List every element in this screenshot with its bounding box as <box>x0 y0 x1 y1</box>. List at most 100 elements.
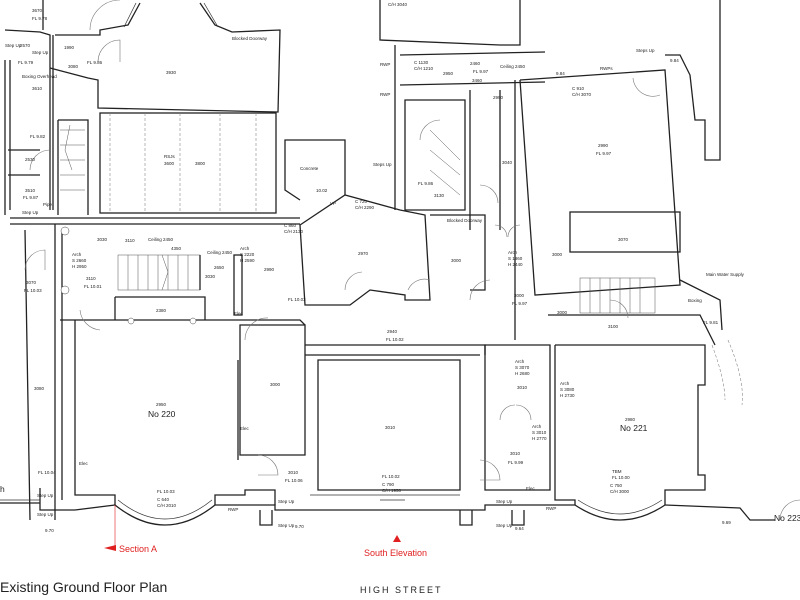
label: Steps Up <box>636 48 655 53</box>
label: RWP <box>546 506 556 511</box>
label: Step Up <box>278 499 295 504</box>
label: Step Up <box>278 523 295 528</box>
label: 2650 <box>214 265 225 270</box>
label: 3110 <box>125 238 135 243</box>
label: H 2680 <box>515 371 530 376</box>
label: RWP <box>380 62 390 67</box>
label: Arch <box>240 246 250 251</box>
label: FL 10.04 <box>38 470 56 475</box>
label: Ceiling 2450 <box>207 250 233 255</box>
label: FL 9.86 <box>418 181 434 186</box>
label: Arch <box>508 250 518 255</box>
label: S 3010 <box>532 430 547 435</box>
label: Arch <box>532 424 542 429</box>
label: RWP <box>228 507 238 512</box>
street-name: HIGH STREET <box>360 585 443 595</box>
label: S 2220 <box>240 252 255 257</box>
label: 3100 <box>608 324 619 329</box>
label: Ceiling 2450 <box>500 64 526 69</box>
label: C/H 2010 <box>157 503 177 508</box>
label: 2990 <box>598 143 609 148</box>
label: 9.64 <box>515 526 524 531</box>
label: 2990 <box>493 95 504 100</box>
label: 3600 <box>164 161 175 166</box>
label: FL 10.02 <box>382 474 400 479</box>
label: Elec <box>240 426 250 431</box>
label: 3030 <box>97 237 108 242</box>
label: C 720 <box>355 199 368 204</box>
label: TBM <box>612 469 622 474</box>
label: FL 9.97 <box>596 151 612 156</box>
section-a-label: Section A <box>119 544 157 554</box>
label: 9.70 <box>45 528 54 533</box>
label: Arch <box>72 252 82 257</box>
label: Elec <box>234 311 244 316</box>
label: 9.70 <box>295 524 304 529</box>
label: Boxing <box>688 298 702 303</box>
label: RWPs <box>600 66 613 71</box>
label: C 640 <box>157 497 170 502</box>
label: C/H 1950 <box>382 488 402 493</box>
label: 2970 <box>358 251 369 256</box>
label: C/H 2130 <box>284 229 304 234</box>
label: Ceiling 2450 <box>148 237 174 242</box>
label: 3610 <box>32 86 43 91</box>
label: FL 9.78 <box>32 16 48 21</box>
label: 3000 <box>552 252 563 257</box>
label: h <box>0 484 5 494</box>
columns <box>60 226 197 325</box>
label: FL 10.03 <box>157 489 175 494</box>
label: C/H 2290 <box>355 205 375 210</box>
label: 3930 <box>166 70 177 75</box>
label: FL 9.97 <box>512 301 528 306</box>
label: Boxing Overhead <box>22 74 57 79</box>
label: H 2440 <box>508 262 523 267</box>
label: Arch <box>515 359 525 364</box>
label: 2950 <box>443 71 454 76</box>
label: 3130 <box>434 193 445 198</box>
label: 3510 <box>25 188 36 193</box>
label: 1990 <box>64 45 75 50</box>
label: S 2660 <box>72 258 87 263</box>
label: 3460 <box>472 78 483 83</box>
label: 3800 <box>195 161 206 166</box>
label: 4350 <box>171 246 182 251</box>
label: FL 10.06 <box>285 478 303 483</box>
label: FL 10.03 <box>24 288 42 293</box>
section-a-marker: Section A <box>104 505 157 554</box>
label: FL 10.01 <box>84 284 102 289</box>
label: Elec <box>79 461 89 466</box>
label: FL 10.00 <box>612 475 630 480</box>
label: FL 9.81 <box>703 320 719 325</box>
label: H 2590 <box>240 258 255 263</box>
elevation-arrow-icon <box>393 535 401 542</box>
label: 3040 <box>502 160 513 165</box>
label: Elec <box>526 486 536 491</box>
label: FL 9.87 <box>23 195 39 200</box>
label: Concrete <box>300 166 319 171</box>
label: FL 9.97 <box>473 69 489 74</box>
label: Step Up <box>32 50 49 55</box>
label: 3070 <box>618 237 629 242</box>
label: 10.02 <box>316 188 328 193</box>
label: 2460 <box>470 61 481 66</box>
label: S 1860 <box>508 256 523 261</box>
label: 3070 <box>26 280 37 285</box>
label: C 860 <box>284 223 297 228</box>
label: VP <box>330 201 336 206</box>
label: 3000 <box>451 258 462 263</box>
label: Blocked Doorway <box>447 218 483 223</box>
door-swings <box>24 0 661 481</box>
label: 9.84 <box>670 58 679 63</box>
label: Step Up <box>5 43 22 48</box>
label: 2570 <box>20 43 31 48</box>
label: 3010 <box>517 385 528 390</box>
label: Step Up <box>37 493 54 498</box>
label: Main Water Supply <box>706 272 745 277</box>
label: Blocked Doorway <box>232 36 268 41</box>
label: C 790 <box>382 482 395 487</box>
label: 2530 <box>25 157 36 162</box>
label: FL 9.86 <box>87 60 103 65</box>
